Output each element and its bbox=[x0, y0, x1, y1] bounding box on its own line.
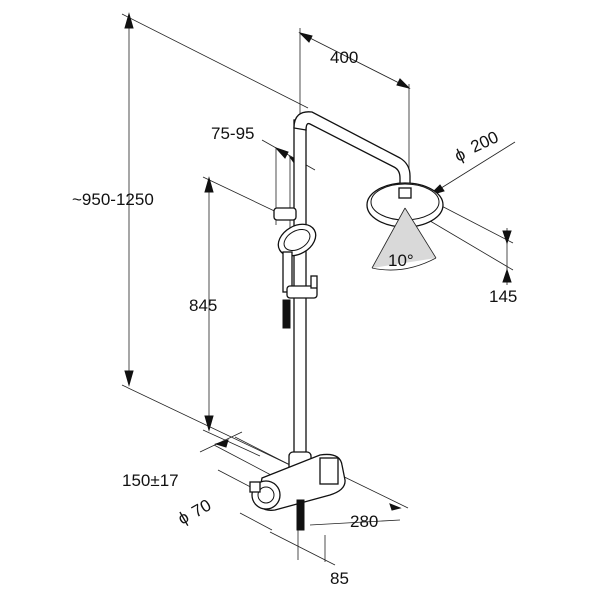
label-holder-range: 75-95 bbox=[211, 124, 254, 143]
label-height-total: ~950-1250 bbox=[72, 190, 154, 209]
label-diameter-sign-rosette: ϕ bbox=[175, 507, 193, 528]
label-arm-length: 400 bbox=[330, 48, 358, 67]
label-head-drop: 145 bbox=[489, 287, 517, 306]
label-head-diameter: 200 bbox=[468, 127, 502, 156]
thermostat-mixer bbox=[249, 451, 346, 531]
label-diameter-sign-head: ϕ bbox=[452, 144, 469, 165]
hand-shower bbox=[273, 207, 318, 329]
label-tilt-angle: 10° bbox=[388, 251, 414, 270]
dimension-labels: ~950-1250 400 ϕ 200 75-95 845 10° 145 15… bbox=[72, 48, 517, 588]
label-wall-distance: 280 bbox=[350, 512, 378, 531]
overhead-shower-head bbox=[366, 182, 444, 271]
label-rosette-diameter: 70 bbox=[189, 496, 215, 522]
label-outlet-offset: 85 bbox=[330, 569, 349, 588]
label-connection-spacing: 150±17 bbox=[122, 471, 179, 490]
label-holder-height: 845 bbox=[189, 296, 217, 315]
